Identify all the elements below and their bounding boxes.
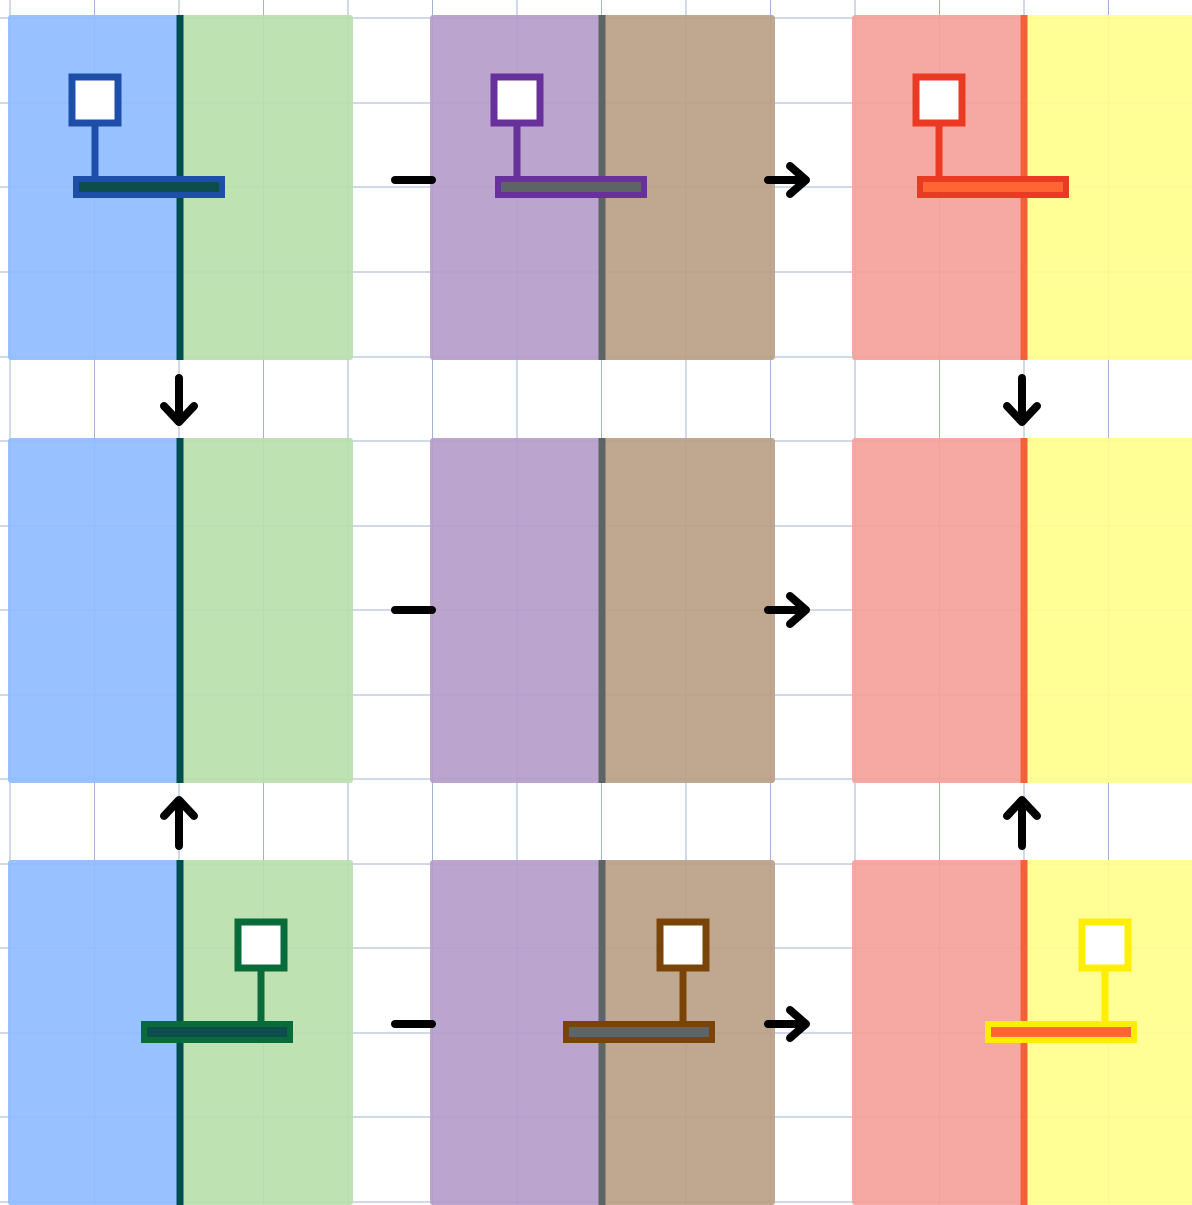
right-arrow-middle-icon — [764, 592, 810, 628]
piece-box — [912, 73, 966, 127]
panel-left-half — [852, 860, 1024, 1205]
piece-bar — [495, 176, 647, 198]
piece-bar — [985, 1021, 1137, 1043]
panel-left-half — [8, 438, 180, 783]
right-arrow-top-icon — [764, 162, 810, 198]
panel-right-half — [180, 438, 353, 783]
piece-box — [490, 73, 544, 127]
up-arrow-left-icon — [160, 796, 198, 850]
panel-right-half — [1024, 438, 1192, 783]
operators — [160, 162, 1041, 1042]
panel-purple-brown-middle — [430, 438, 775, 783]
piece-box — [68, 73, 122, 127]
panel-pink-yellow-middle — [852, 438, 1192, 783]
panel-right-half — [602, 15, 775, 360]
panel-right-half — [602, 438, 775, 783]
panel-right-half — [1024, 15, 1192, 360]
up-arrow-right-icon — [1003, 796, 1041, 850]
yellow-piece — [985, 918, 1137, 1043]
piece-bar — [141, 1021, 293, 1043]
piece-bar — [563, 1021, 715, 1043]
brown-piece — [563, 918, 715, 1043]
piece-box — [1078, 918, 1132, 972]
green-piece — [141, 918, 293, 1043]
panel-blue-green-middle — [8, 438, 353, 783]
red-piece — [912, 73, 1069, 198]
right-arrow-bottom-icon — [764, 1006, 810, 1042]
piece-bar — [73, 176, 225, 198]
pieces — [68, 73, 1137, 1043]
panel-left-half — [852, 438, 1024, 783]
down-arrow-left-icon — [160, 374, 198, 426]
panel-right-half — [180, 15, 353, 360]
purple-piece — [490, 73, 647, 198]
panel-left-half — [430, 860, 602, 1205]
panel-left-half — [430, 438, 602, 783]
panel-left-half — [8, 860, 180, 1205]
blue-piece — [68, 73, 225, 198]
down-arrow-right-icon — [1003, 374, 1041, 426]
piece-bar — [917, 176, 1069, 198]
piece-box — [234, 918, 288, 972]
piece-box — [656, 918, 710, 972]
